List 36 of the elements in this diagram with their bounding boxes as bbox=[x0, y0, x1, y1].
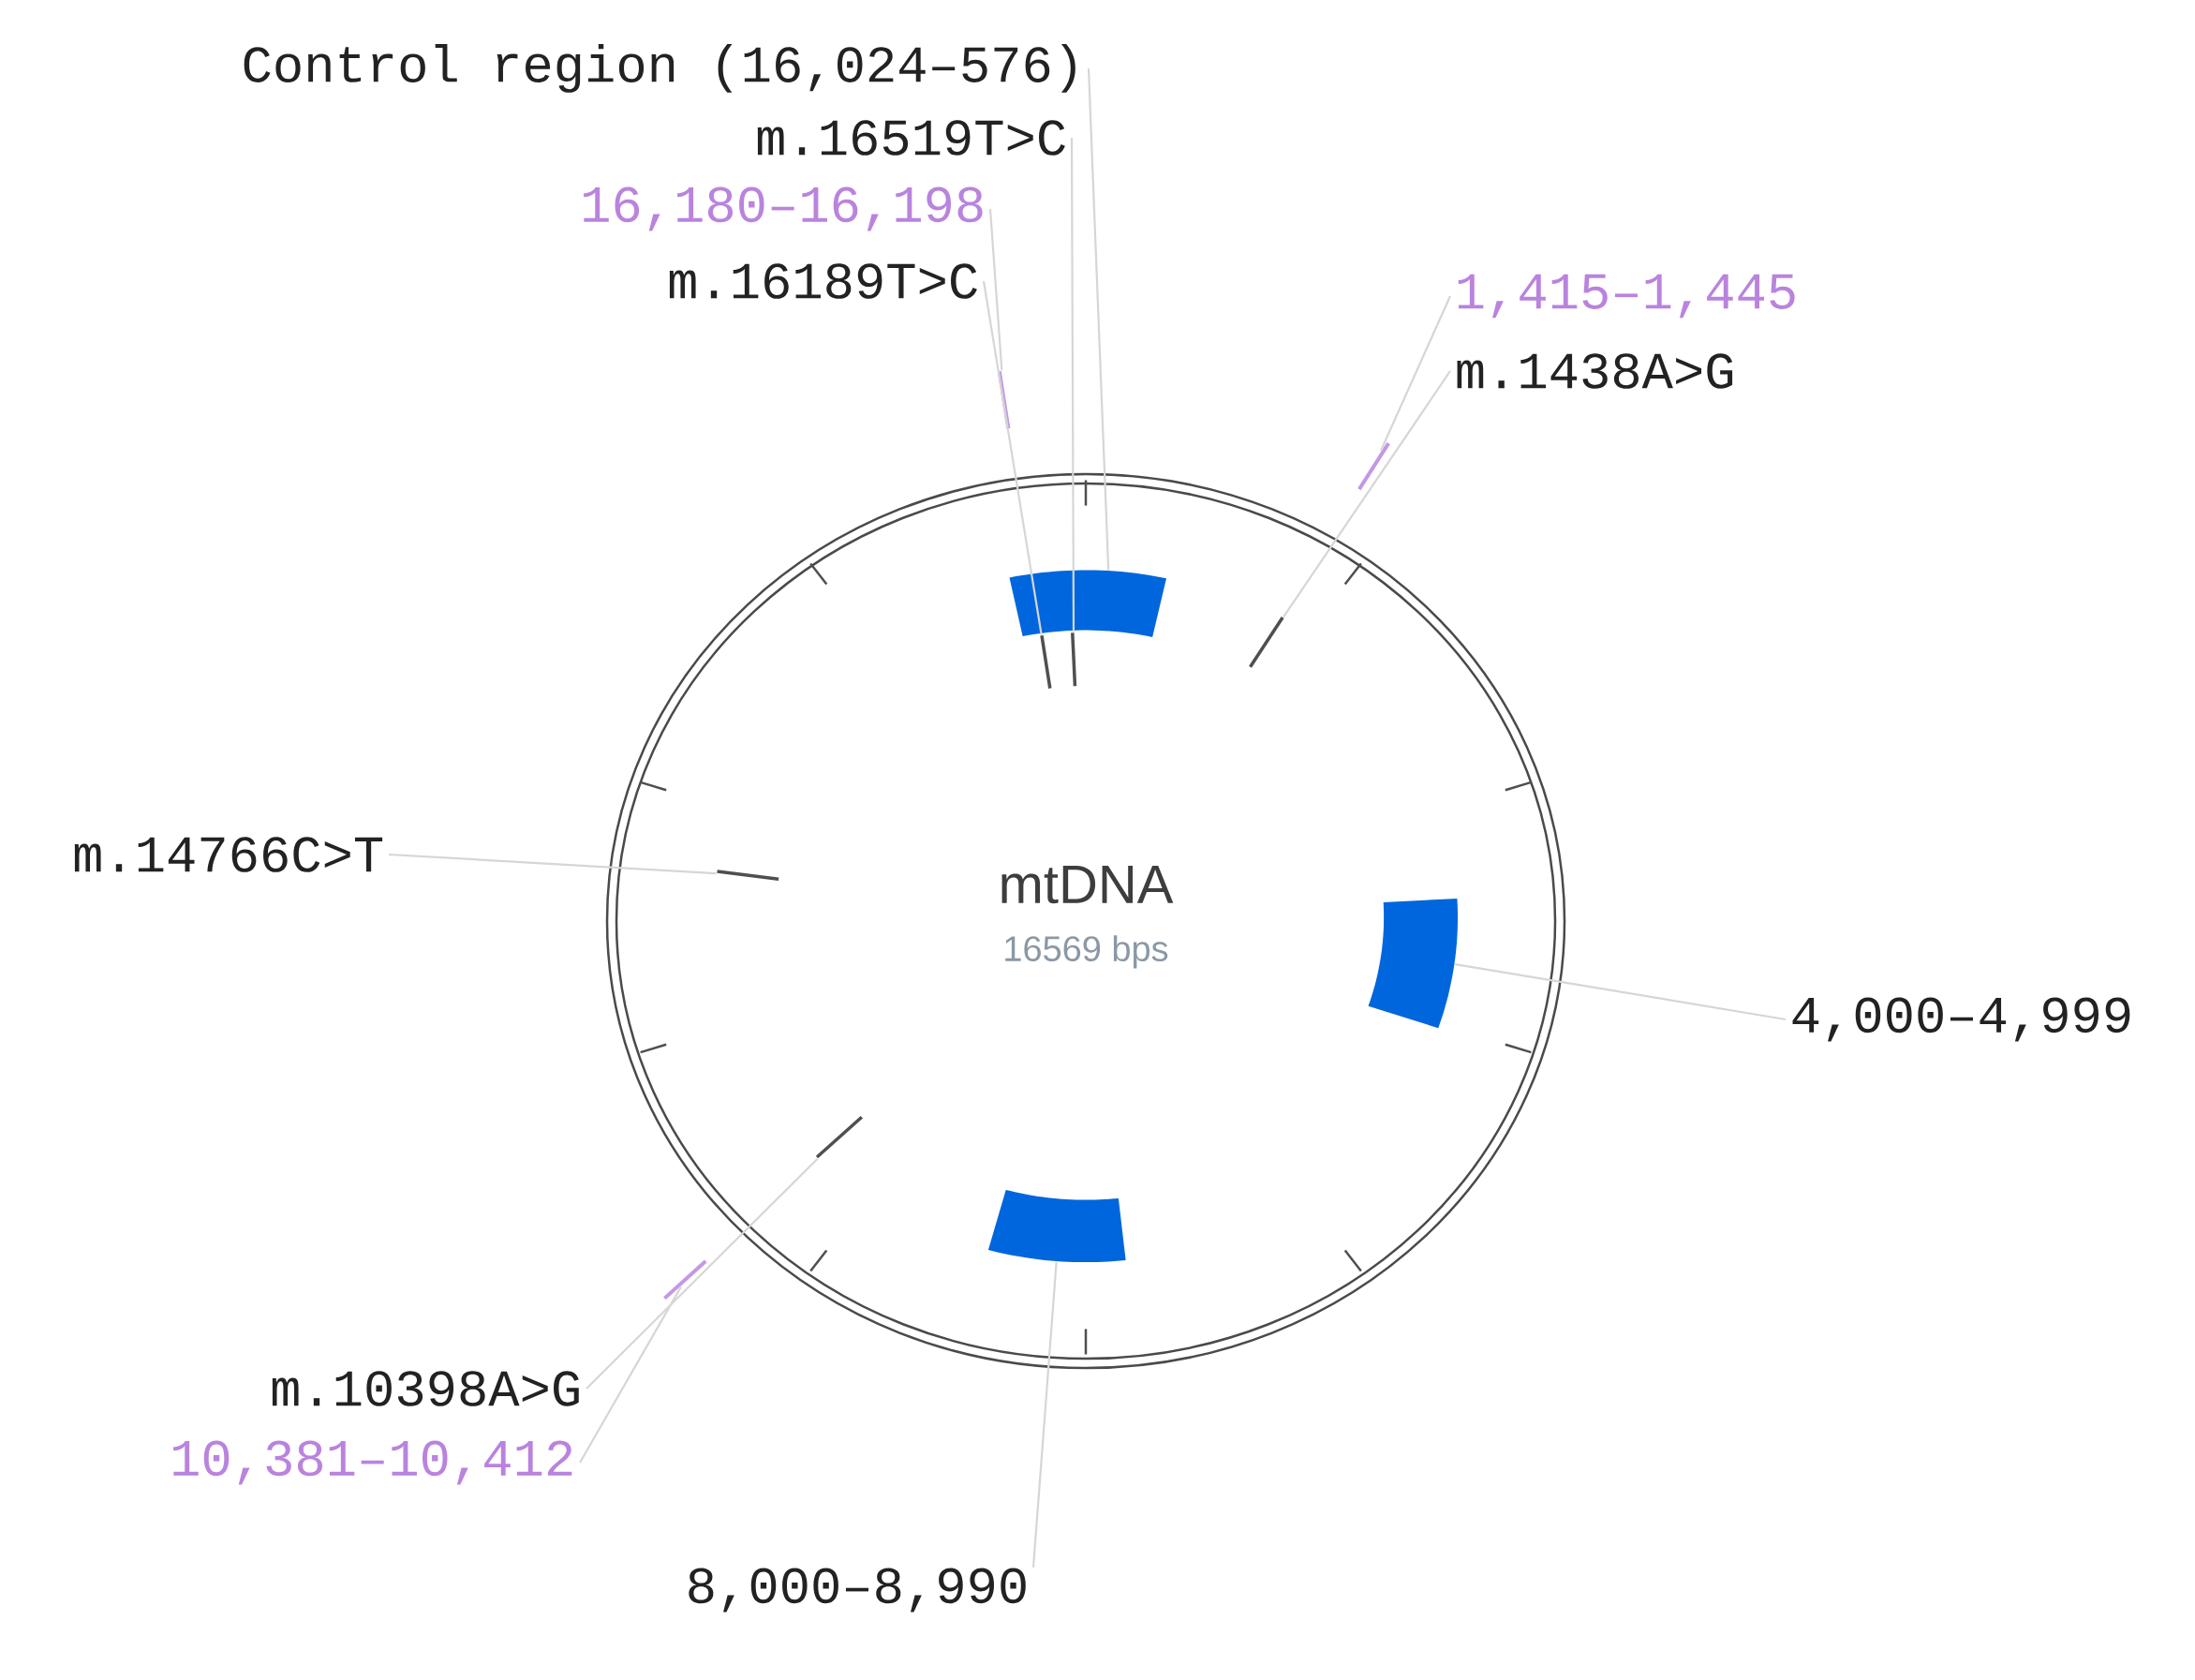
range-marker bbox=[1357, 442, 1390, 491]
leader-line bbox=[1380, 295, 1451, 452]
range-label: 1,415–1,445 bbox=[1458, 274, 1795, 319]
variant-label: m.16189T>C bbox=[669, 263, 977, 299]
variant-label: m.16519T>C bbox=[757, 120, 1065, 156]
range-marker bbox=[663, 1259, 707, 1301]
leader-line bbox=[1070, 138, 1075, 632]
leader-line bbox=[1031, 1261, 1058, 1568]
sequence-length: 16569 bps bbox=[1005, 935, 1168, 969]
leader-line bbox=[988, 208, 1003, 371]
leader-line bbox=[579, 1286, 682, 1464]
leader-line bbox=[1282, 370, 1451, 618]
leader-line bbox=[586, 1157, 819, 1390]
variant-tick bbox=[1040, 634, 1052, 689]
feature-arc bbox=[1368, 899, 1458, 1029]
variant-tick bbox=[815, 1115, 863, 1159]
variant-label: m.10398A>G bbox=[272, 1371, 579, 1406]
variant-tick bbox=[1071, 632, 1077, 687]
region-label: Control region (16,024–576) bbox=[244, 44, 1075, 93]
feature-arc bbox=[1009, 570, 1166, 637]
leader-line bbox=[1087, 67, 1110, 571]
range-label: 16,180–16,198 bbox=[584, 186, 983, 231]
variant-label: m.14766C>T bbox=[74, 837, 383, 872]
map-ring bbox=[605, 472, 1566, 1370]
range-label: 10,381–10,412 bbox=[173, 1440, 572, 1485]
feature-arc bbox=[987, 1189, 1126, 1263]
region-label: 8,000–8,990 bbox=[689, 1568, 1026, 1613]
map-name: mtDNA bbox=[1001, 865, 1174, 904]
variant-tick bbox=[1249, 617, 1284, 668]
leader-line bbox=[982, 280, 1043, 635]
leader-line bbox=[388, 853, 717, 875]
variant-label: m.1438A>G bbox=[1457, 353, 1733, 389]
leader-line bbox=[1454, 963, 1787, 1021]
variant-tick bbox=[717, 870, 779, 881]
region-label: 4,000–4,999 bbox=[1792, 997, 2130, 1042]
range-marker bbox=[997, 371, 1011, 429]
